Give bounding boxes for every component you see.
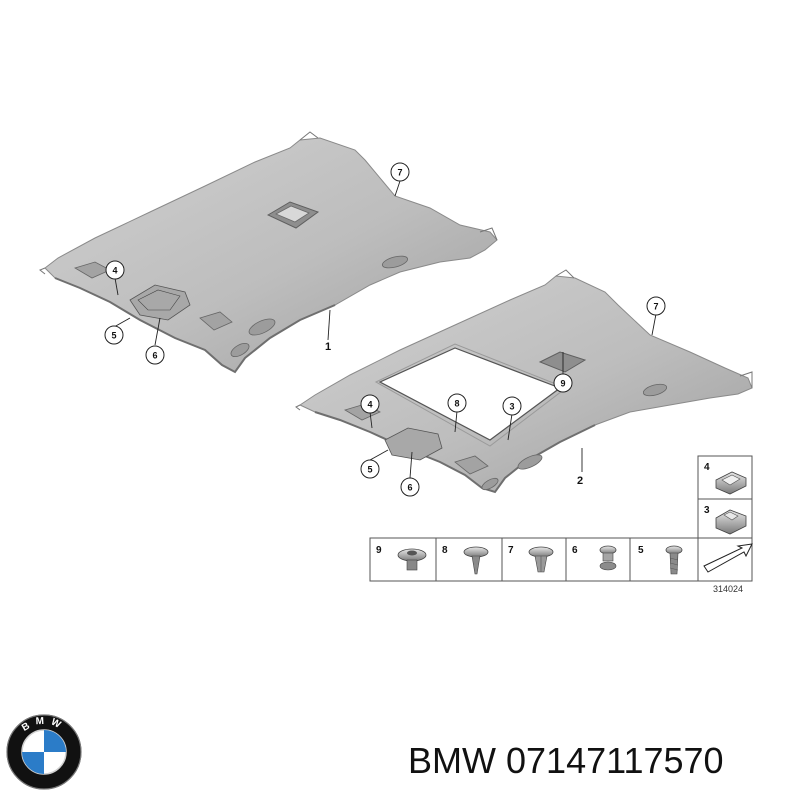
svg-text:6: 6 — [407, 483, 412, 493]
svg-text:5: 5 — [367, 465, 372, 475]
svg-text:4: 4 — [367, 400, 372, 410]
callout-6-upper: 6 — [145, 345, 165, 365]
callout-4-upper: 4 — [105, 260, 125, 280]
svg-text:9: 9 — [560, 379, 565, 389]
svg-text:7: 7 — [397, 168, 402, 178]
svg-text:5: 5 — [111, 331, 116, 341]
direction-arrow-icon — [703, 543, 753, 573]
svg-text:8: 8 — [442, 545, 448, 556]
svg-text:8: 8 — [454, 399, 459, 409]
svg-text:4: 4 — [112, 266, 117, 276]
label-part-2: 2 — [577, 475, 583, 487]
fastener-6-icon — [599, 545, 617, 571]
svg-text:9: 9 — [376, 545, 382, 556]
svg-text:6: 6 — [152, 351, 157, 361]
leader-lines — [113, 180, 657, 479]
svg-text:3: 3 — [704, 505, 710, 516]
headliner-lower — [295, 269, 753, 494]
reference-number: 314024 — [713, 584, 743, 594]
label-part-1: 1 — [325, 341, 331, 353]
callout-5-lower: 5 — [360, 459, 380, 479]
callout-3-lower: 3 — [502, 396, 522, 416]
caption-part-number: 07147117570 — [506, 740, 724, 781]
svg-text:7: 7 — [653, 302, 658, 312]
headliner-upper — [39, 131, 498, 374]
caption-brand: BMW — [408, 740, 496, 781]
fastener-7-icon — [528, 546, 554, 573]
svg-text:7: 7 — [508, 545, 514, 556]
callout-8-lower: 8 — [447, 393, 467, 413]
bmw-logo: BMW — [6, 714, 82, 790]
part-caption: BMW 07147117570 — [408, 736, 793, 786]
svg-text:6: 6 — [572, 545, 578, 556]
parts-side-box: 4 3 — [697, 455, 753, 539]
callout-6-lower: 6 — [400, 477, 420, 497]
clip-part-3-icon — [715, 509, 747, 535]
parts-row-box: 9 8 7 6 5 — [369, 537, 753, 582]
callout-5-upper: 5 — [104, 325, 124, 345]
fastener-5-icon — [665, 545, 683, 575]
callout-7-lower: 7 — [646, 296, 666, 316]
fastener-9-icon — [397, 548, 427, 571]
callout-7-upper: 7 — [390, 162, 410, 182]
svg-text:5: 5 — [638, 545, 644, 556]
callout-9-lower: 9 — [553, 373, 573, 393]
clip-part-4-icon — [715, 471, 747, 495]
svg-text:4: 4 — [704, 462, 710, 473]
callout-4-lower: 4 — [360, 394, 380, 414]
svg-text:3: 3 — [509, 402, 514, 412]
fastener-8-icon — [463, 546, 489, 575]
